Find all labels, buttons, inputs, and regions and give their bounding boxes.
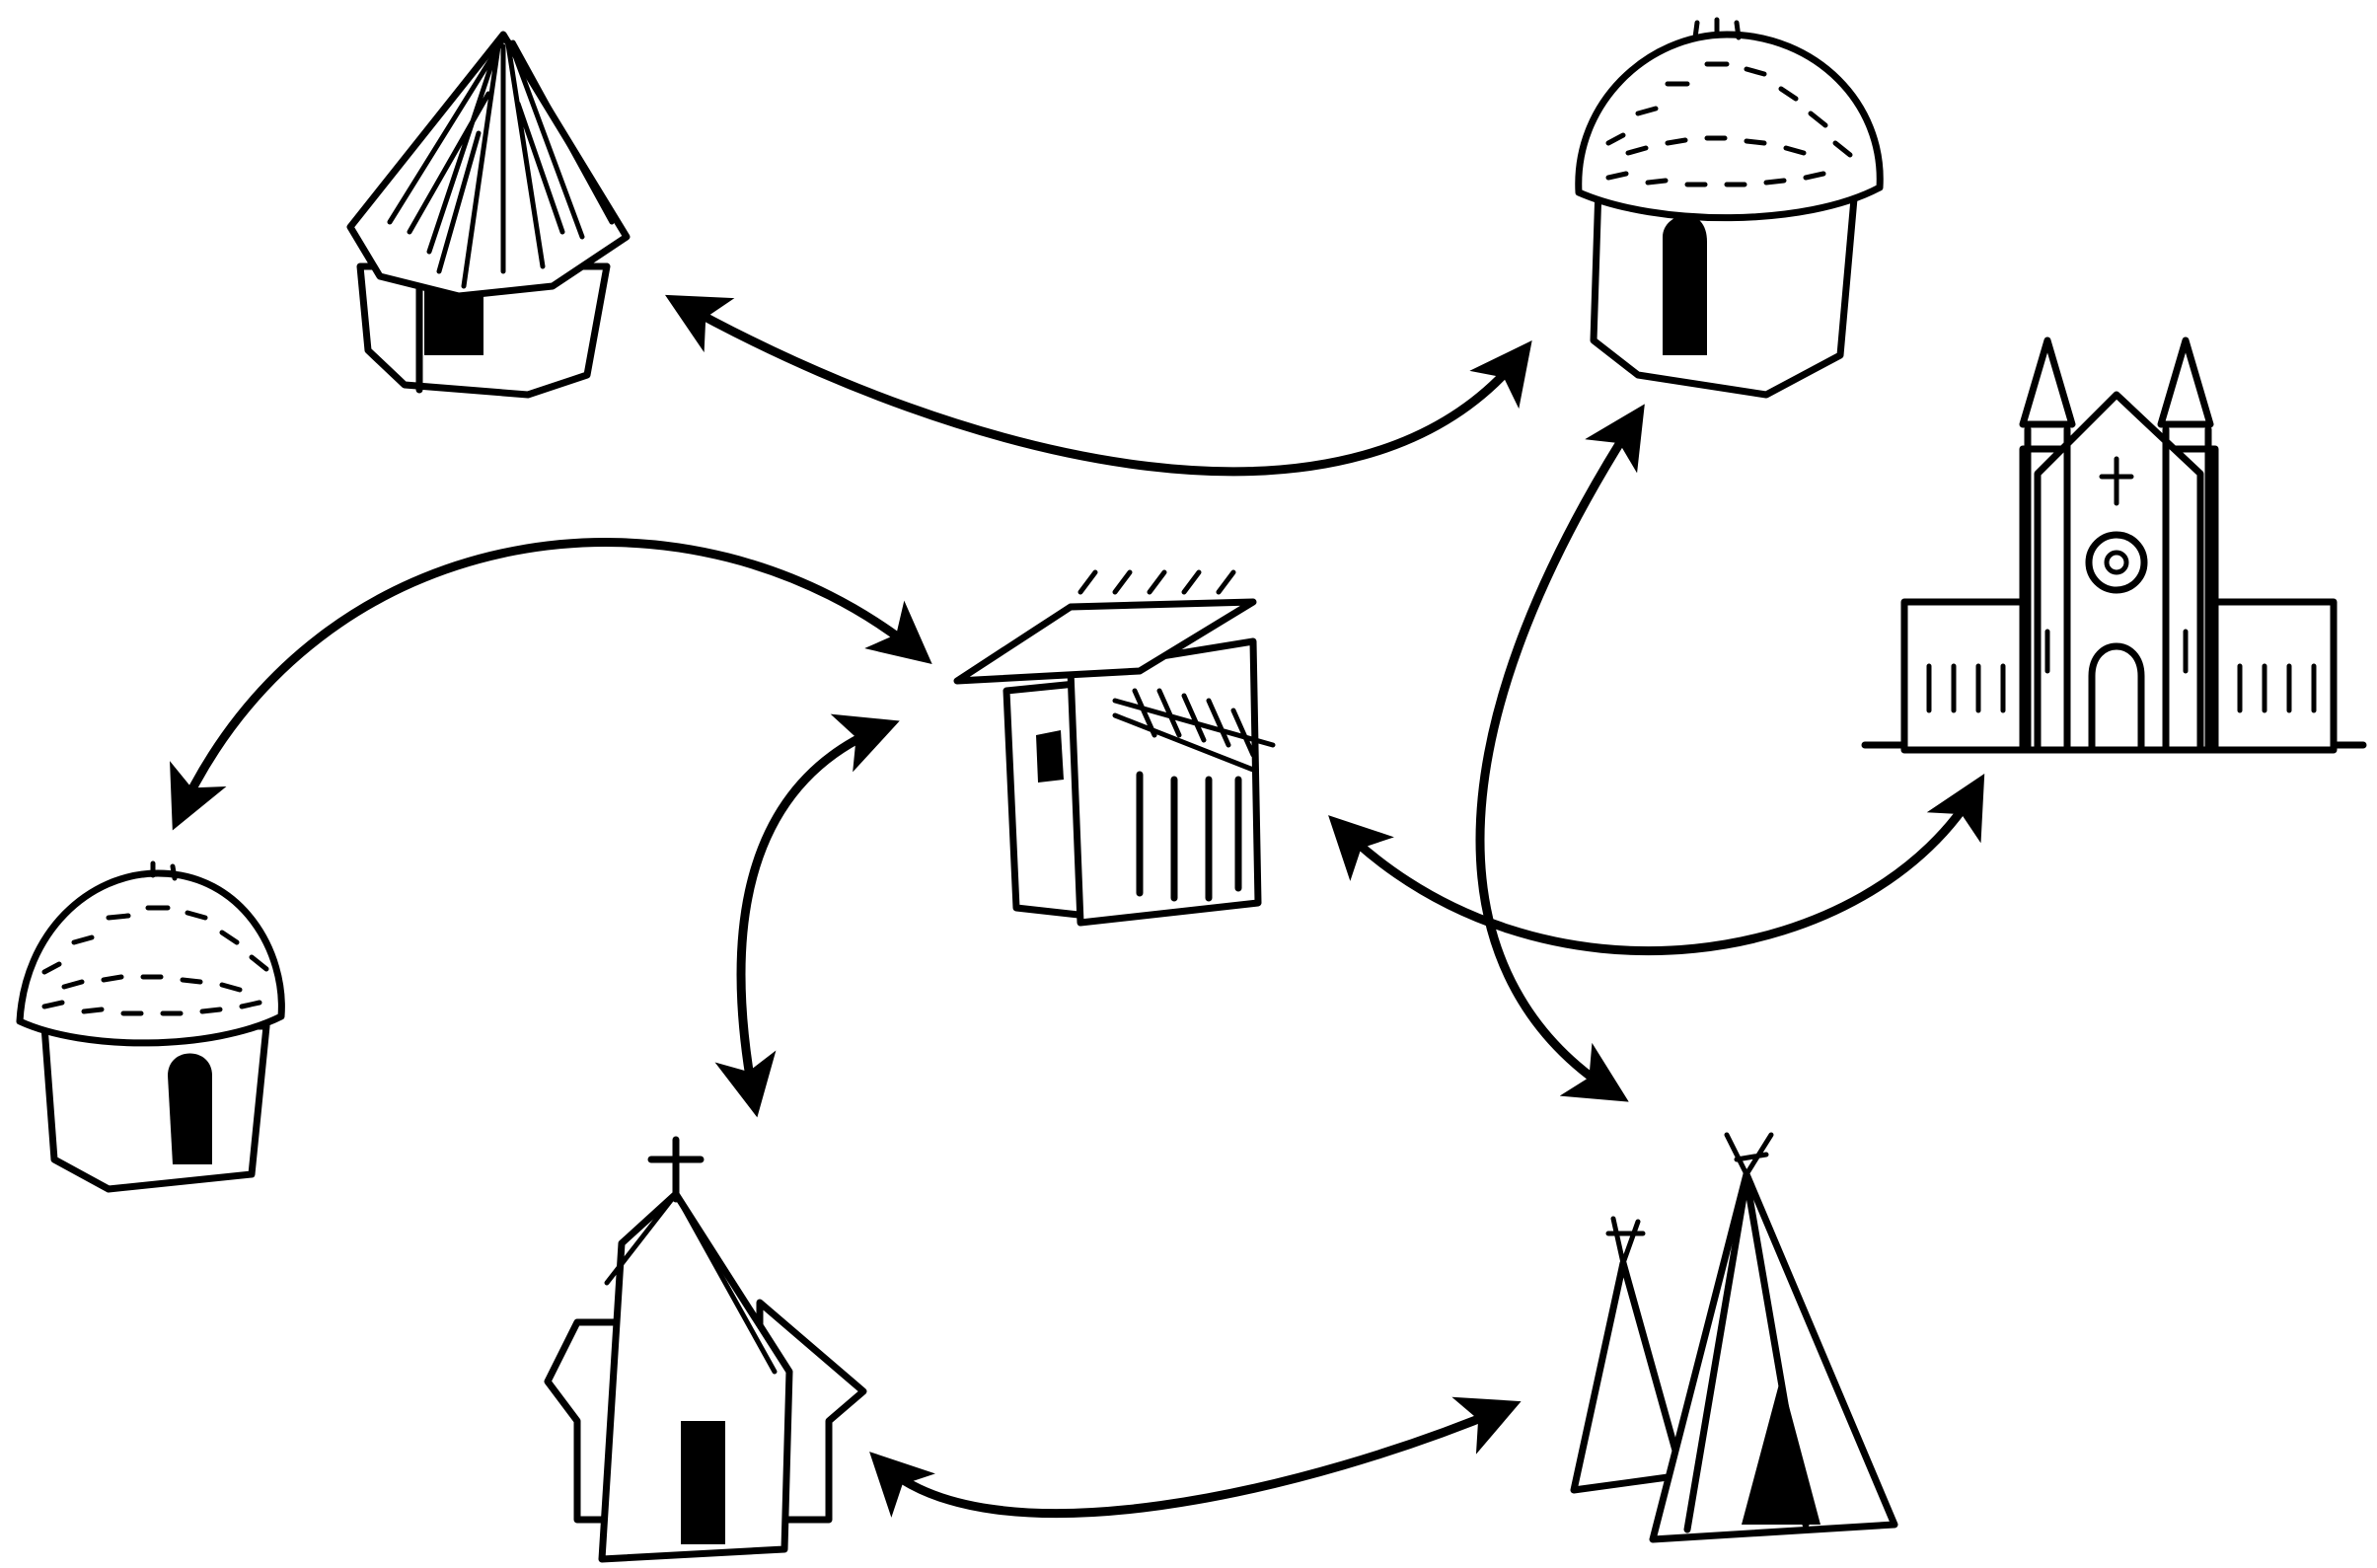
connector-chapel-to-tepees xyxy=(869,1396,1522,1519)
connector-hut-top-left-to-hut-top-right xyxy=(665,294,1532,477)
connector-hut-left-to-shack-center xyxy=(170,538,932,831)
connector-shack-center-to-cathedral xyxy=(1328,774,1985,956)
cathedral-icon xyxy=(1861,336,2367,754)
conical-thatched-hut-icon xyxy=(346,31,631,399)
wooden-shack-icon xyxy=(953,569,1276,927)
tepee-icon xyxy=(1570,1132,1898,1543)
round-thatched-hut-icon xyxy=(1575,17,1884,399)
small-chapel-icon xyxy=(544,1136,867,1563)
connector-hut-top-right-to-tepees xyxy=(1475,404,1645,1102)
connectors xyxy=(170,294,1985,1519)
round-thatched-hut-icon xyxy=(16,860,285,1193)
connector-shack-center-to-chapel xyxy=(714,713,900,1118)
